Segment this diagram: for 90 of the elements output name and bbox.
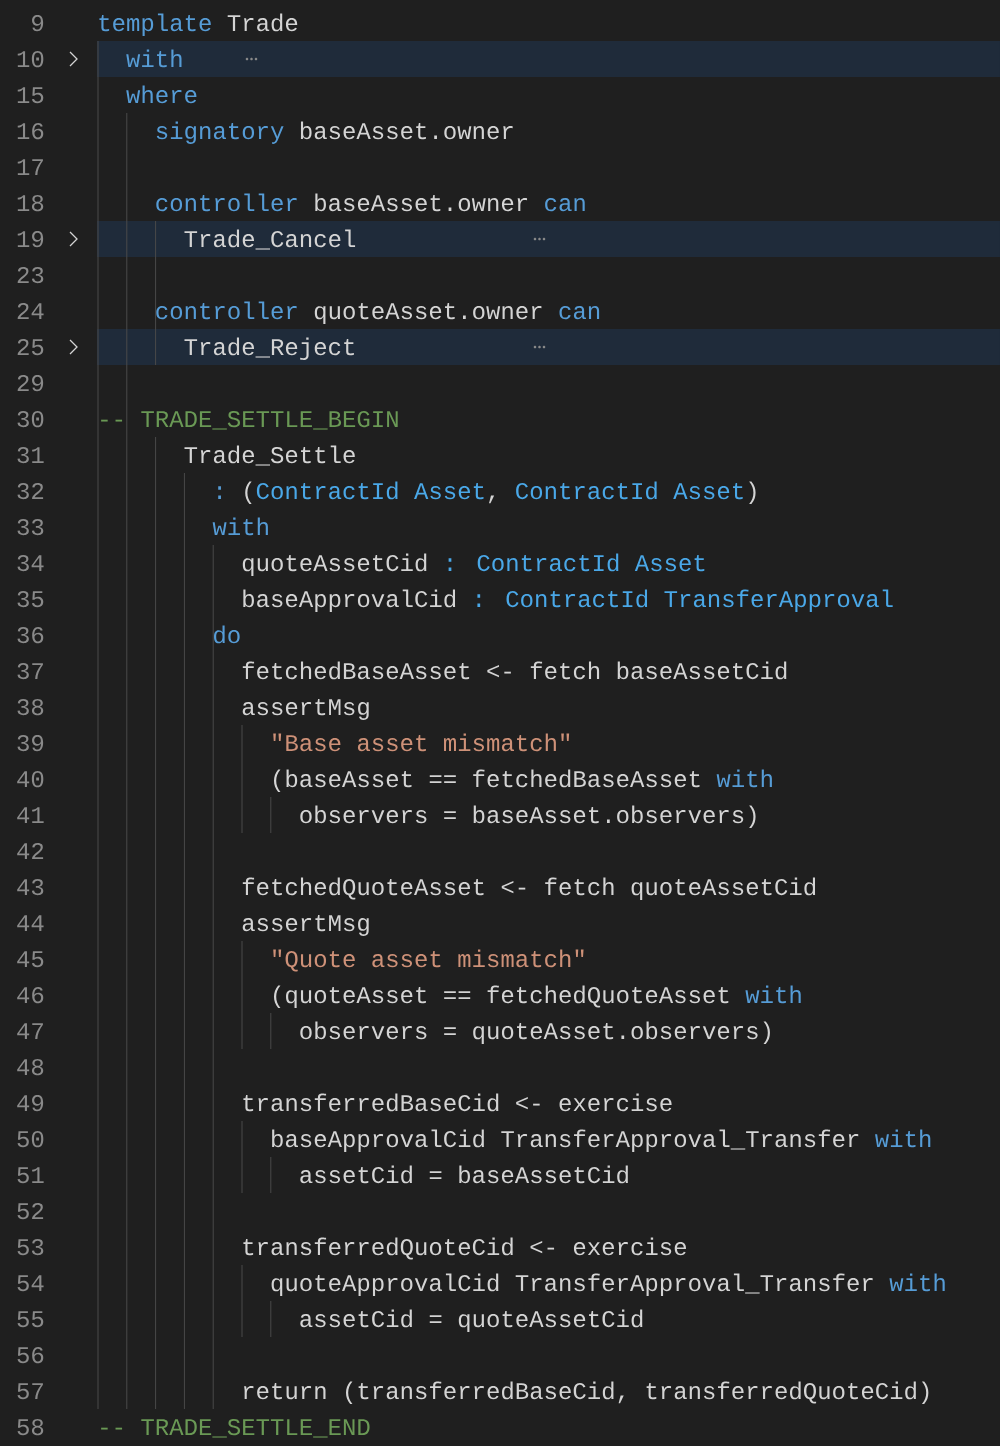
- code-text: Trade_Reject: [184, 337, 354, 360]
- line-number: 50: [17, 1130, 44, 1148]
- keyword: :: [218, 486, 221, 499]
- code-text: quoteApprovalCid TransferApproval_Transfer: [271, 1273, 873, 1296]
- line-number: 32: [17, 482, 44, 500]
- keyword: signatory: [156, 121, 284, 144]
- line-number: 15: [17, 87, 44, 104]
- code-comment: -- TRADE_SETTLE_BEGIN: [101, 410, 398, 430]
- string-literal: "Base asset mismatch": [273, 733, 570, 752]
- line-number: 55: [17, 1311, 44, 1328]
- code-text: assertMsg: [242, 699, 369, 720]
- code-text: Trade_Settle: [184, 445, 355, 466]
- code-text: quoteAsset.owner: [314, 303, 542, 324]
- line-number: 36: [17, 626, 44, 644]
- line-number: 44: [17, 915, 44, 931]
- line-number: 39: [17, 734, 44, 752]
- keyword: can: [559, 306, 600, 320]
- line-number: 51: [17, 1167, 44, 1184]
- line-number: 35: [17, 590, 44, 608]
- line-number: 33: [17, 518, 44, 536]
- type-name: : ContractId TransferApproval: [477, 589, 893, 612]
- type-name: ContractId Asset: [516, 481, 743, 500]
- string-literal: "Quote asset mismatch": [273, 949, 584, 972]
- line-number: 42: [17, 842, 44, 859]
- code-text: Trade_Cancel: [184, 229, 356, 250]
- code-text: ): [749, 481, 756, 504]
- keyword: template: [99, 13, 211, 36]
- line-number: 46: [17, 986, 44, 1004]
- code-text: (quoteAsset == fetchedQuoteAsset: [274, 985, 729, 1008]
- code-text: fetchedQuoteAsset <- fetch quoteAssetCid: [242, 877, 816, 900]
- code-text: transferredQuoteCid <- exercise: [243, 1237, 686, 1260]
- keyword: with: [126, 49, 182, 68]
- line-number: 37: [17, 662, 43, 680]
- line-number: 23: [17, 266, 44, 284]
- code-text: (: [245, 481, 252, 504]
- line-number: 16: [17, 122, 44, 140]
- line-number: 53: [17, 1238, 44, 1256]
- code-text: assetCid = quoteAssetCid: [300, 1309, 643, 1332]
- code-text: observers = baseAsset.observers): [300, 805, 756, 828]
- code-text: return (transferredBaseCid, transferredQuoteCid): [244, 1381, 929, 1404]
- keyword: with: [875, 1129, 931, 1148]
- keyword: can: [545, 198, 585, 212]
- line-number: 25: [17, 338, 44, 356]
- code-text: transferredBaseCid <- exercise: [243, 1093, 672, 1112]
- code-text: baseAsset.owner: [300, 121, 513, 140]
- line-number: 58: [17, 1418, 44, 1436]
- line-number: 10: [17, 50, 44, 68]
- code-text: fetchedBaseAsset <- fetch baseAssetCid: [242, 661, 787, 680]
- keyword: do: [214, 625, 240, 644]
- line-number: 34: [17, 554, 44, 572]
- code-text: observers = quoteAsset.observers): [300, 1021, 770, 1044]
- keyword: with: [889, 1273, 945, 1292]
- line-number: 41: [17, 807, 44, 823]
- code-comment: -- TRADE_SETTLE_END: [101, 1418, 370, 1438]
- keyword: controller: [156, 193, 297, 212]
- keyword: with: [716, 769, 772, 788]
- line-number: 29: [17, 374, 44, 392]
- keyword: with: [212, 517, 268, 536]
- code-text: assetCid = baseAssetCid: [300, 1165, 628, 1184]
- line-number: 45: [17, 951, 44, 968]
- code-text: Trade: [227, 13, 298, 32]
- code-text: quoteAssetCid: [242, 553, 427, 576]
- line-number: 18: [17, 194, 44, 212]
- line-number: 43: [17, 878, 44, 896]
- line-number: 38: [17, 698, 44, 716]
- line-number: 57: [17, 1383, 43, 1400]
- line-number: 19: [17, 230, 44, 248]
- code-text: baseAsset.owner: [315, 193, 528, 212]
- line-number: 49: [17, 1094, 44, 1112]
- code-text: (baseAsset == fetchedBaseAsset: [274, 769, 700, 792]
- type-name: ContractId Asset: [256, 481, 484, 500]
- line-number: 9: [32, 14, 44, 32]
- line-number: 56: [17, 1346, 44, 1364]
- line-number: 24: [17, 302, 44, 319]
- line-number: 48: [17, 1058, 44, 1076]
- line-number: 31: [17, 446, 44, 464]
- code-text: ,: [489, 495, 495, 504]
- type-name: : ContractId Asset: [448, 553, 705, 572]
- line-number: 40: [17, 770, 44, 788]
- code-text: assertMsg: [242, 915, 369, 936]
- line-number: 52: [17, 1202, 44, 1220]
- code-text: baseApprovalCid: [243, 589, 456, 612]
- keyword: controller: [156, 301, 297, 320]
- code-text: baseApprovalCid TransferApproval_Transfer: [272, 1129, 859, 1152]
- line-number: 30: [17, 410, 44, 428]
- keyword: with: [745, 985, 801, 1004]
- line-number: 54: [17, 1275, 44, 1292]
- line-number: 47: [17, 1023, 43, 1039]
- keyword: where: [126, 85, 197, 104]
- line-number: 17: [17, 159, 43, 175]
